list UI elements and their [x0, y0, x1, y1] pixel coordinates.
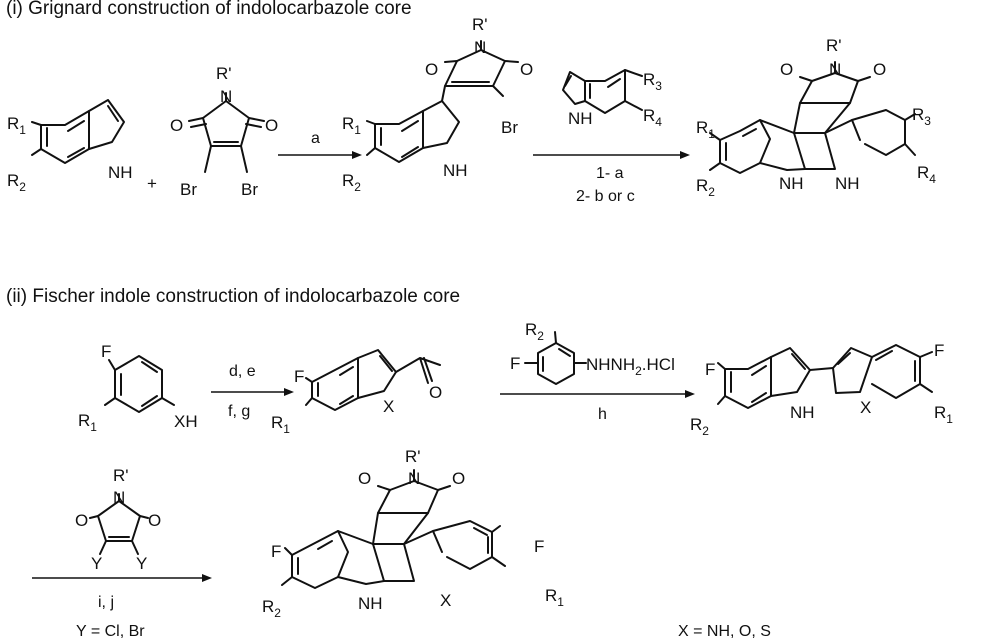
atom-label: R4: [917, 163, 936, 186]
reagent-arylhydrazine: R2 F NHNH2.HCl: [510, 320, 675, 385]
condition-de: d, e: [229, 363, 256, 380]
condition-h: h: [598, 406, 607, 423]
atom-label: R1: [7, 114, 26, 137]
atom-label: NH: [358, 594, 383, 613]
structure-final-product: F R2 F R1 N R' O O NH X: [262, 447, 564, 620]
atom-label: O: [873, 60, 886, 79]
structure-indolyl-maleimide: R1 R2 NH N R' O O Br: [342, 15, 533, 194]
reagent-indole: R3 R4 NH: [562, 69, 662, 129]
atom-label: R2: [690, 415, 709, 438]
atom-label: R2: [342, 171, 361, 194]
atom-label: F: [534, 537, 544, 556]
atom-label: N: [829, 60, 841, 79]
atom-label: R3: [643, 70, 662, 93]
atom-label: R1: [342, 114, 361, 137]
atom-label: F: [101, 342, 111, 361]
atom-label: NH: [108, 163, 133, 182]
atom-label: F: [510, 354, 520, 373]
atom-label: X: [383, 397, 394, 416]
condition-a: a: [311, 130, 320, 147]
structure-indole-start: R1 R2 NH: [7, 99, 133, 194]
atom-label: Br: [501, 118, 518, 137]
atom-label: NH: [779, 174, 804, 193]
condition-ij: i, j: [98, 594, 114, 611]
arrow-step-a: a: [278, 130, 362, 159]
atom-label: O: [265, 116, 278, 135]
atom-label: O: [148, 511, 161, 530]
atom-label: R1: [696, 118, 715, 141]
atom-label: N: [113, 488, 125, 507]
section-title-grignard: (i) Grignard construction of indolocarba…: [6, 0, 412, 19]
atom-label: R2: [262, 597, 281, 620]
structure-bi-heteroaryl: F R2 NH X F R1: [690, 341, 953, 438]
arrow-step-defg: d, e f, g: [211, 363, 294, 420]
arrow-step-ij: i, j Y = Cl, Br: [32, 574, 212, 640]
atom-label: Br: [180, 180, 197, 199]
atom-label: R4: [643, 106, 662, 129]
atom-label: NH: [790, 403, 815, 422]
structure-fluoroarene-start: F R1 XH: [78, 342, 198, 434]
arrow-step-h: h: [500, 390, 695, 423]
atom-label: O: [75, 511, 88, 530]
atom-label: O: [780, 60, 793, 79]
atom-label: F: [294, 367, 304, 386]
atom-label: R1: [78, 411, 97, 434]
condition-1a: 1- a: [596, 165, 624, 182]
reagent-note-y: Y = Cl, Br: [76, 623, 145, 640]
atom-label: F: [271, 542, 281, 561]
atom-label: Y: [91, 554, 102, 573]
atom-label: N: [408, 469, 420, 488]
section-title-fischer: (ii) Fischer indole construction of indo…: [6, 286, 460, 307]
atom-label: N: [220, 87, 232, 106]
atom-label: NH: [568, 109, 593, 128]
atom-label: R': [405, 447, 421, 466]
footnote-x-definition: X = NH, O, S: [678, 623, 771, 640]
atom-label: R2: [7, 171, 26, 194]
atom-label: O: [358, 469, 371, 488]
structure-dibromomaleimide: N R' O O Br Br: [170, 64, 278, 199]
atom-label: NH: [835, 174, 860, 193]
atom-label: O: [425, 60, 438, 79]
structure-acetyl-heterocycle: F R1 X O: [271, 349, 442, 436]
atom-label: Y: [136, 554, 147, 573]
atom-label: O: [170, 116, 183, 135]
atom-label: O: [452, 469, 465, 488]
atom-label: R': [826, 36, 842, 55]
atom-label: X: [440, 591, 451, 610]
atom-label: R2: [696, 176, 715, 199]
atom-label: XH: [174, 412, 198, 431]
atom-label: O: [429, 383, 442, 402]
atom-label: R': [216, 64, 232, 83]
atom-label: R1: [271, 413, 290, 436]
atom-label: R': [113, 466, 129, 485]
atom-label: R1: [545, 586, 564, 609]
hydrazine-label: NHNH2.HCl: [586, 355, 675, 378]
atom-label: R1: [934, 403, 953, 426]
reagent-dihalomaleimide: N R' O O Y Y: [75, 466, 161, 573]
condition-fg: f, g: [228, 403, 250, 420]
atom-label: N: [474, 38, 486, 57]
condition-2bc: 2- b or c: [576, 188, 635, 205]
plus-sign: +: [147, 174, 157, 193]
atom-label: R2: [525, 320, 544, 343]
atom-label: R3: [912, 105, 931, 128]
atom-label: NH: [443, 161, 468, 180]
arrow-step-grignard-cyclization: 1- a 2- b or c: [533, 151, 690, 205]
atom-label: Br: [241, 180, 258, 199]
atom-label: R': [472, 15, 488, 34]
atom-label: F: [934, 341, 944, 360]
atom-label: O: [520, 60, 533, 79]
structure-indolocarbazole-product: R1 R2 R3 R4 N R' O O NH NH: [696, 36, 936, 199]
atom-label: X: [860, 398, 871, 417]
atom-label: F: [705, 360, 715, 379]
